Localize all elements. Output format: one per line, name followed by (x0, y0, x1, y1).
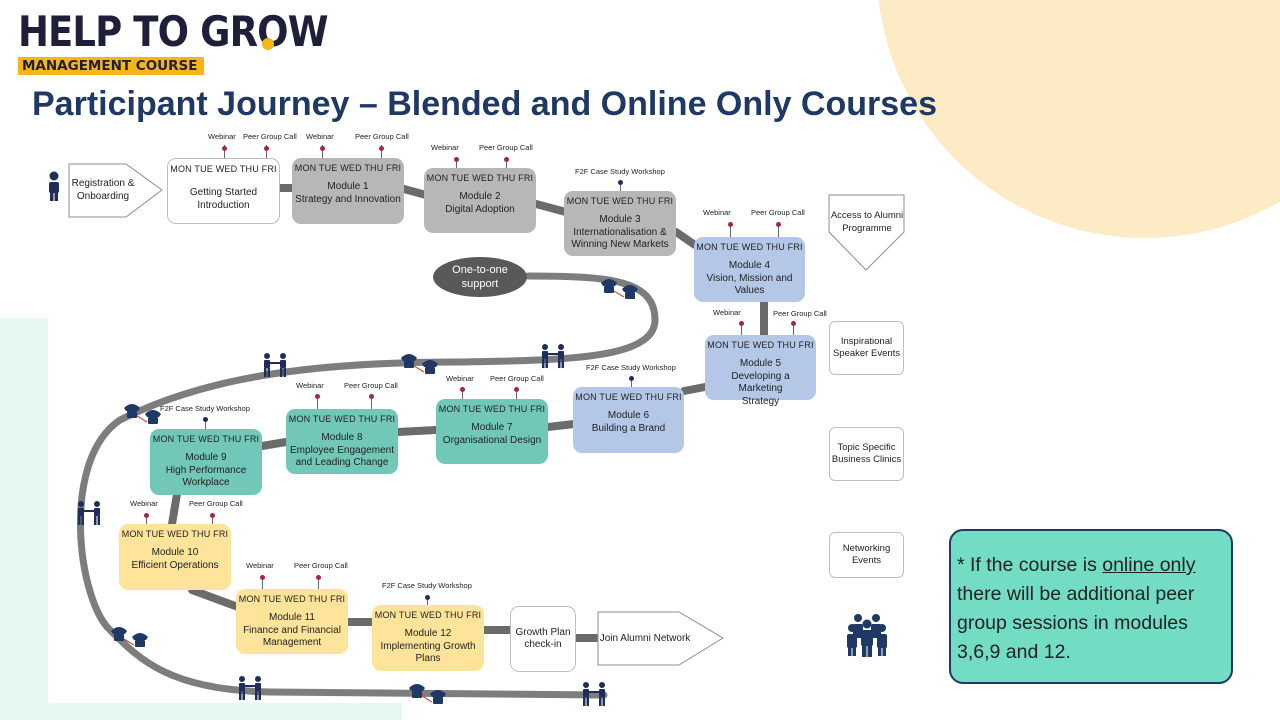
f2f-workshop-label: F2F Case Study Workshop (160, 404, 250, 413)
peer-call-marker (504, 157, 509, 162)
phone-call-icon (409, 684, 446, 704)
peer-call-marker (776, 222, 781, 227)
webinar-marker (315, 394, 320, 399)
peer-call-marker (514, 387, 519, 392)
logo-wordmark: HELP TO GROW (18, 7, 329, 56)
webinar-label: Webinar (431, 143, 459, 152)
webinar-marker (454, 157, 459, 162)
online-only-note: * If the course is online only there wil… (949, 529, 1233, 684)
peer-call-label: Peer Group Call (355, 132, 409, 141)
peer-call-label: Peer Group Call (773, 309, 827, 318)
webinar-label: Webinar (306, 132, 334, 141)
webinar-label: Webinar (703, 208, 731, 217)
webinar-label: Webinar (130, 499, 158, 508)
peer-call-marker (264, 146, 269, 151)
webinar-marker (728, 222, 733, 227)
webinar-marker (222, 146, 227, 151)
logo-band (18, 57, 204, 75)
peer-call-label: Peer Group Call (479, 143, 533, 152)
peer-call-marker (791, 321, 796, 326)
group-people-icon (847, 614, 887, 657)
peer-call-label: Peer Group Call (344, 381, 398, 390)
webinar-label: Webinar (713, 308, 741, 317)
peer-call-label: Peer Group Call (189, 499, 243, 508)
person-icon (49, 171, 59, 201)
webinar-marker (320, 146, 325, 151)
f2f-workshop-marker (425, 595, 430, 600)
phone-call-icon (601, 279, 638, 299)
join-alumni-arrow-shape (597, 611, 724, 666)
peer-call-marker (210, 513, 215, 518)
meeting-people-icon (239, 676, 261, 700)
f2f-workshop-marker (618, 180, 623, 185)
meeting-people-icon (78, 501, 100, 525)
webinar-marker (460, 387, 465, 392)
phone-call-icon (124, 404, 161, 424)
phone-call-icon (111, 627, 148, 647)
webinar-marker (260, 575, 265, 580)
registration-arrow-shape (68, 163, 163, 218)
meeting-people-icon (264, 353, 286, 377)
alumni-programme-shape (828, 194, 905, 271)
f2f-workshop-label: F2F Case Study Workshop (575, 167, 665, 176)
phone-call-icon (401, 354, 438, 374)
webinar-label: Webinar (296, 381, 324, 390)
meeting-people-icon (542, 344, 564, 368)
logo-subtitle: MANAGEMENT COURSE (22, 58, 198, 74)
webinar-label: Webinar (246, 561, 274, 570)
f2f-workshop-label: F2F Case Study Workshop (586, 363, 676, 372)
logo-dot (262, 38, 274, 50)
peer-call-marker (369, 394, 374, 399)
peer-call-label: Peer Group Call (490, 374, 544, 383)
f2f-workshop-marker (629, 376, 634, 381)
f2f-workshop-label: F2F Case Study Workshop (382, 581, 472, 590)
meeting-people-icon (583, 682, 605, 706)
peer-call-label: Peer Group Call (243, 132, 297, 141)
join-alumni-label: Join Alumni Network (599, 633, 691, 644)
peer-call-label: Peer Group Call (294, 561, 348, 570)
peer-call-marker (379, 146, 384, 151)
webinar-label: Webinar (208, 132, 236, 141)
webinar-marker (739, 321, 744, 326)
registration-label: Registration &Onboarding (71, 178, 135, 202)
online-only-underlined: online only (1102, 554, 1196, 576)
peer-call-marker (316, 575, 321, 580)
peer-call-label: Peer Group Call (751, 208, 805, 217)
webinar-label: Webinar (446, 374, 474, 383)
webinar-marker (144, 513, 149, 518)
f2f-workshop-marker (203, 417, 208, 422)
page-title: Participant Journey – Blended and Online… (32, 85, 937, 123)
